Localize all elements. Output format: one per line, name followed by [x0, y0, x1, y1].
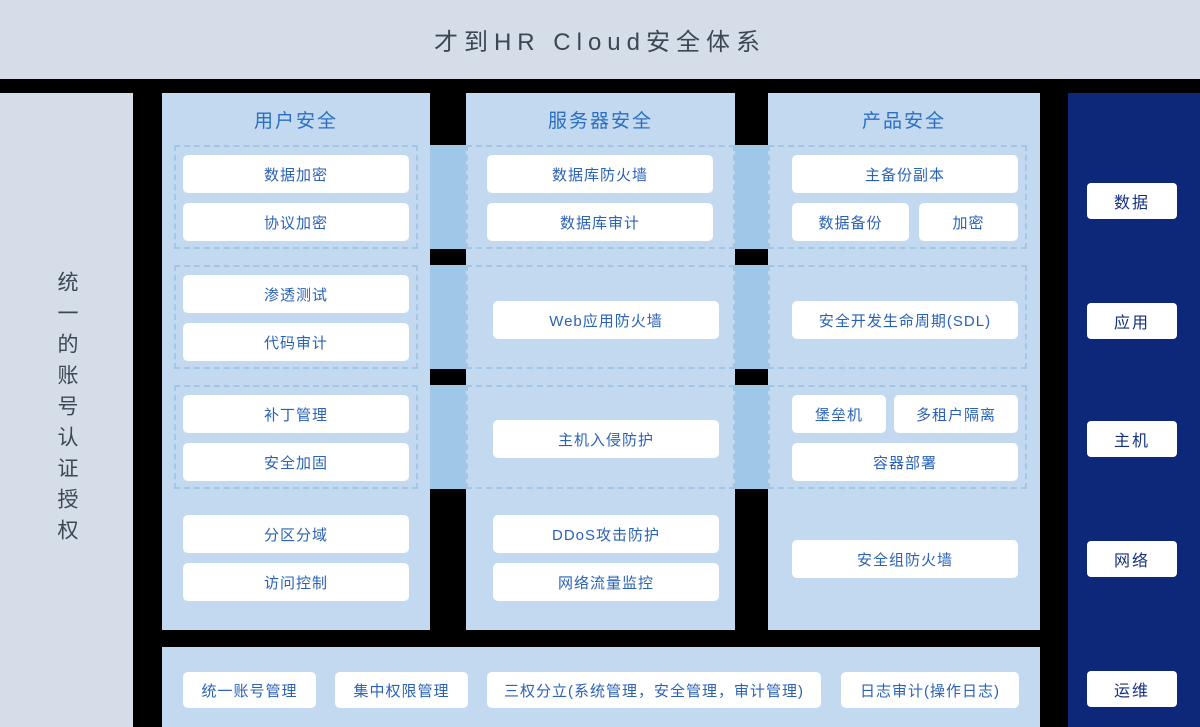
item-separation-of-three-powers[interactable]: 三权分立(系统管理，安全管理，审计管理)	[487, 672, 821, 708]
column-user-security: 用户安全 数据加密 协议加密 渗透测试 代码审计 补丁管理 安全加固 分区分域 …	[162, 93, 430, 630]
connector-band-row2-right	[735, 265, 768, 369]
sidebar-item-host[interactable]: 主机	[1087, 421, 1177, 457]
item-multi-tenant-isolation[interactable]: 多租户隔离	[894, 395, 1018, 433]
column-product-security: 产品安全 主备份副本 数据备份 加密 安全开发生命周期(SDL) 堡垒机 多租户…	[768, 93, 1040, 630]
group-server-security-1	[466, 145, 735, 249]
connector-band-row2-left	[430, 265, 466, 369]
left-sidebar-label: 统一的账号认证授权	[55, 270, 79, 550]
connector-band-row3-left	[430, 385, 466, 489]
item-secure-development-lifecycle[interactable]: 安全开发生命周期(SDL)	[792, 301, 1018, 339]
sidebar-item-application[interactable]: 应用	[1087, 303, 1177, 339]
item-centralized-permission-management[interactable]: 集中权限管理	[335, 672, 468, 708]
sidebar-item-data[interactable]: 数据	[1087, 183, 1177, 219]
item-encryption[interactable]: 加密	[919, 203, 1018, 241]
item-security-hardening[interactable]: 安全加固	[183, 443, 409, 481]
group-server-security-3	[466, 385, 735, 489]
item-unified-account-management[interactable]: 统一账号管理	[183, 672, 316, 708]
item-bastion-host[interactable]: 堡垒机	[792, 395, 886, 433]
item-network-traffic-monitoring[interactable]: 网络流量监控	[493, 563, 719, 601]
page-header: 才到HR Cloud安全体系	[0, 0, 1200, 79]
group-server-security-2	[466, 265, 735, 369]
connector-band-row1-left	[430, 145, 466, 249]
connector-band-row3-right	[735, 385, 768, 489]
sidebar-item-network[interactable]: 网络	[1087, 541, 1177, 577]
group-user-security-2	[174, 265, 418, 369]
page-title: 才到HR Cloud安全体系	[433, 29, 767, 56]
column-server-security: 服务器安全 数据库防火墙 数据库审计 Web应用防火墙 主机入侵防护 DDoS攻…	[466, 93, 735, 630]
column-title-user-security: 用户安全	[253, 110, 338, 132]
left-sidebar: 统一的账号认证授权	[0, 93, 133, 727]
item-database-audit[interactable]: 数据库审计	[487, 203, 713, 241]
bottom-bar: 统一账号管理 集中权限管理 三权分立(系统管理，安全管理，审计管理) 日志审计(…	[162, 647, 1040, 727]
item-database-firewall[interactable]: 数据库防火墙	[487, 155, 713, 193]
item-primary-backup-replica[interactable]: 主备份副本	[792, 155, 1018, 193]
item-data-encryption[interactable]: 数据加密	[183, 155, 409, 193]
item-data-backup[interactable]: 数据备份	[792, 203, 909, 241]
item-protocol-encryption[interactable]: 协议加密	[183, 203, 409, 241]
item-patch-management[interactable]: 补丁管理	[183, 395, 409, 433]
item-container-deployment[interactable]: 容器部署	[792, 443, 1018, 481]
item-security-group-firewall[interactable]: 安全组防火墙	[792, 540, 1018, 578]
item-penetration-test[interactable]: 渗透测试	[183, 275, 409, 313]
item-host-intrusion-prevention[interactable]: 主机入侵防护	[493, 420, 719, 458]
column-title-product-security: 产品安全	[861, 110, 946, 132]
group-user-security-1	[174, 145, 418, 249]
item-zone-partitioning[interactable]: 分区分域	[183, 515, 409, 553]
sidebar-item-operations[interactable]: 运维	[1087, 671, 1177, 707]
right-sidebar: 数据 应用 主机 网络 运维	[1068, 93, 1200, 727]
group-product-security-1	[768, 145, 1027, 249]
connector-band-row1-right	[735, 145, 768, 249]
item-log-audit[interactable]: 日志审计(操作日志)	[841, 672, 1019, 708]
item-code-audit[interactable]: 代码审计	[183, 323, 409, 361]
item-ddos-protection[interactable]: DDoS攻击防护	[493, 515, 719, 553]
column-title-server-security: 服务器安全	[547, 110, 653, 132]
group-product-security-2	[768, 265, 1027, 369]
group-user-security-3	[174, 385, 418, 489]
item-access-control[interactable]: 访问控制	[183, 563, 409, 601]
group-product-security-3	[768, 385, 1027, 489]
item-web-application-firewall[interactable]: Web应用防火墙	[493, 301, 719, 339]
